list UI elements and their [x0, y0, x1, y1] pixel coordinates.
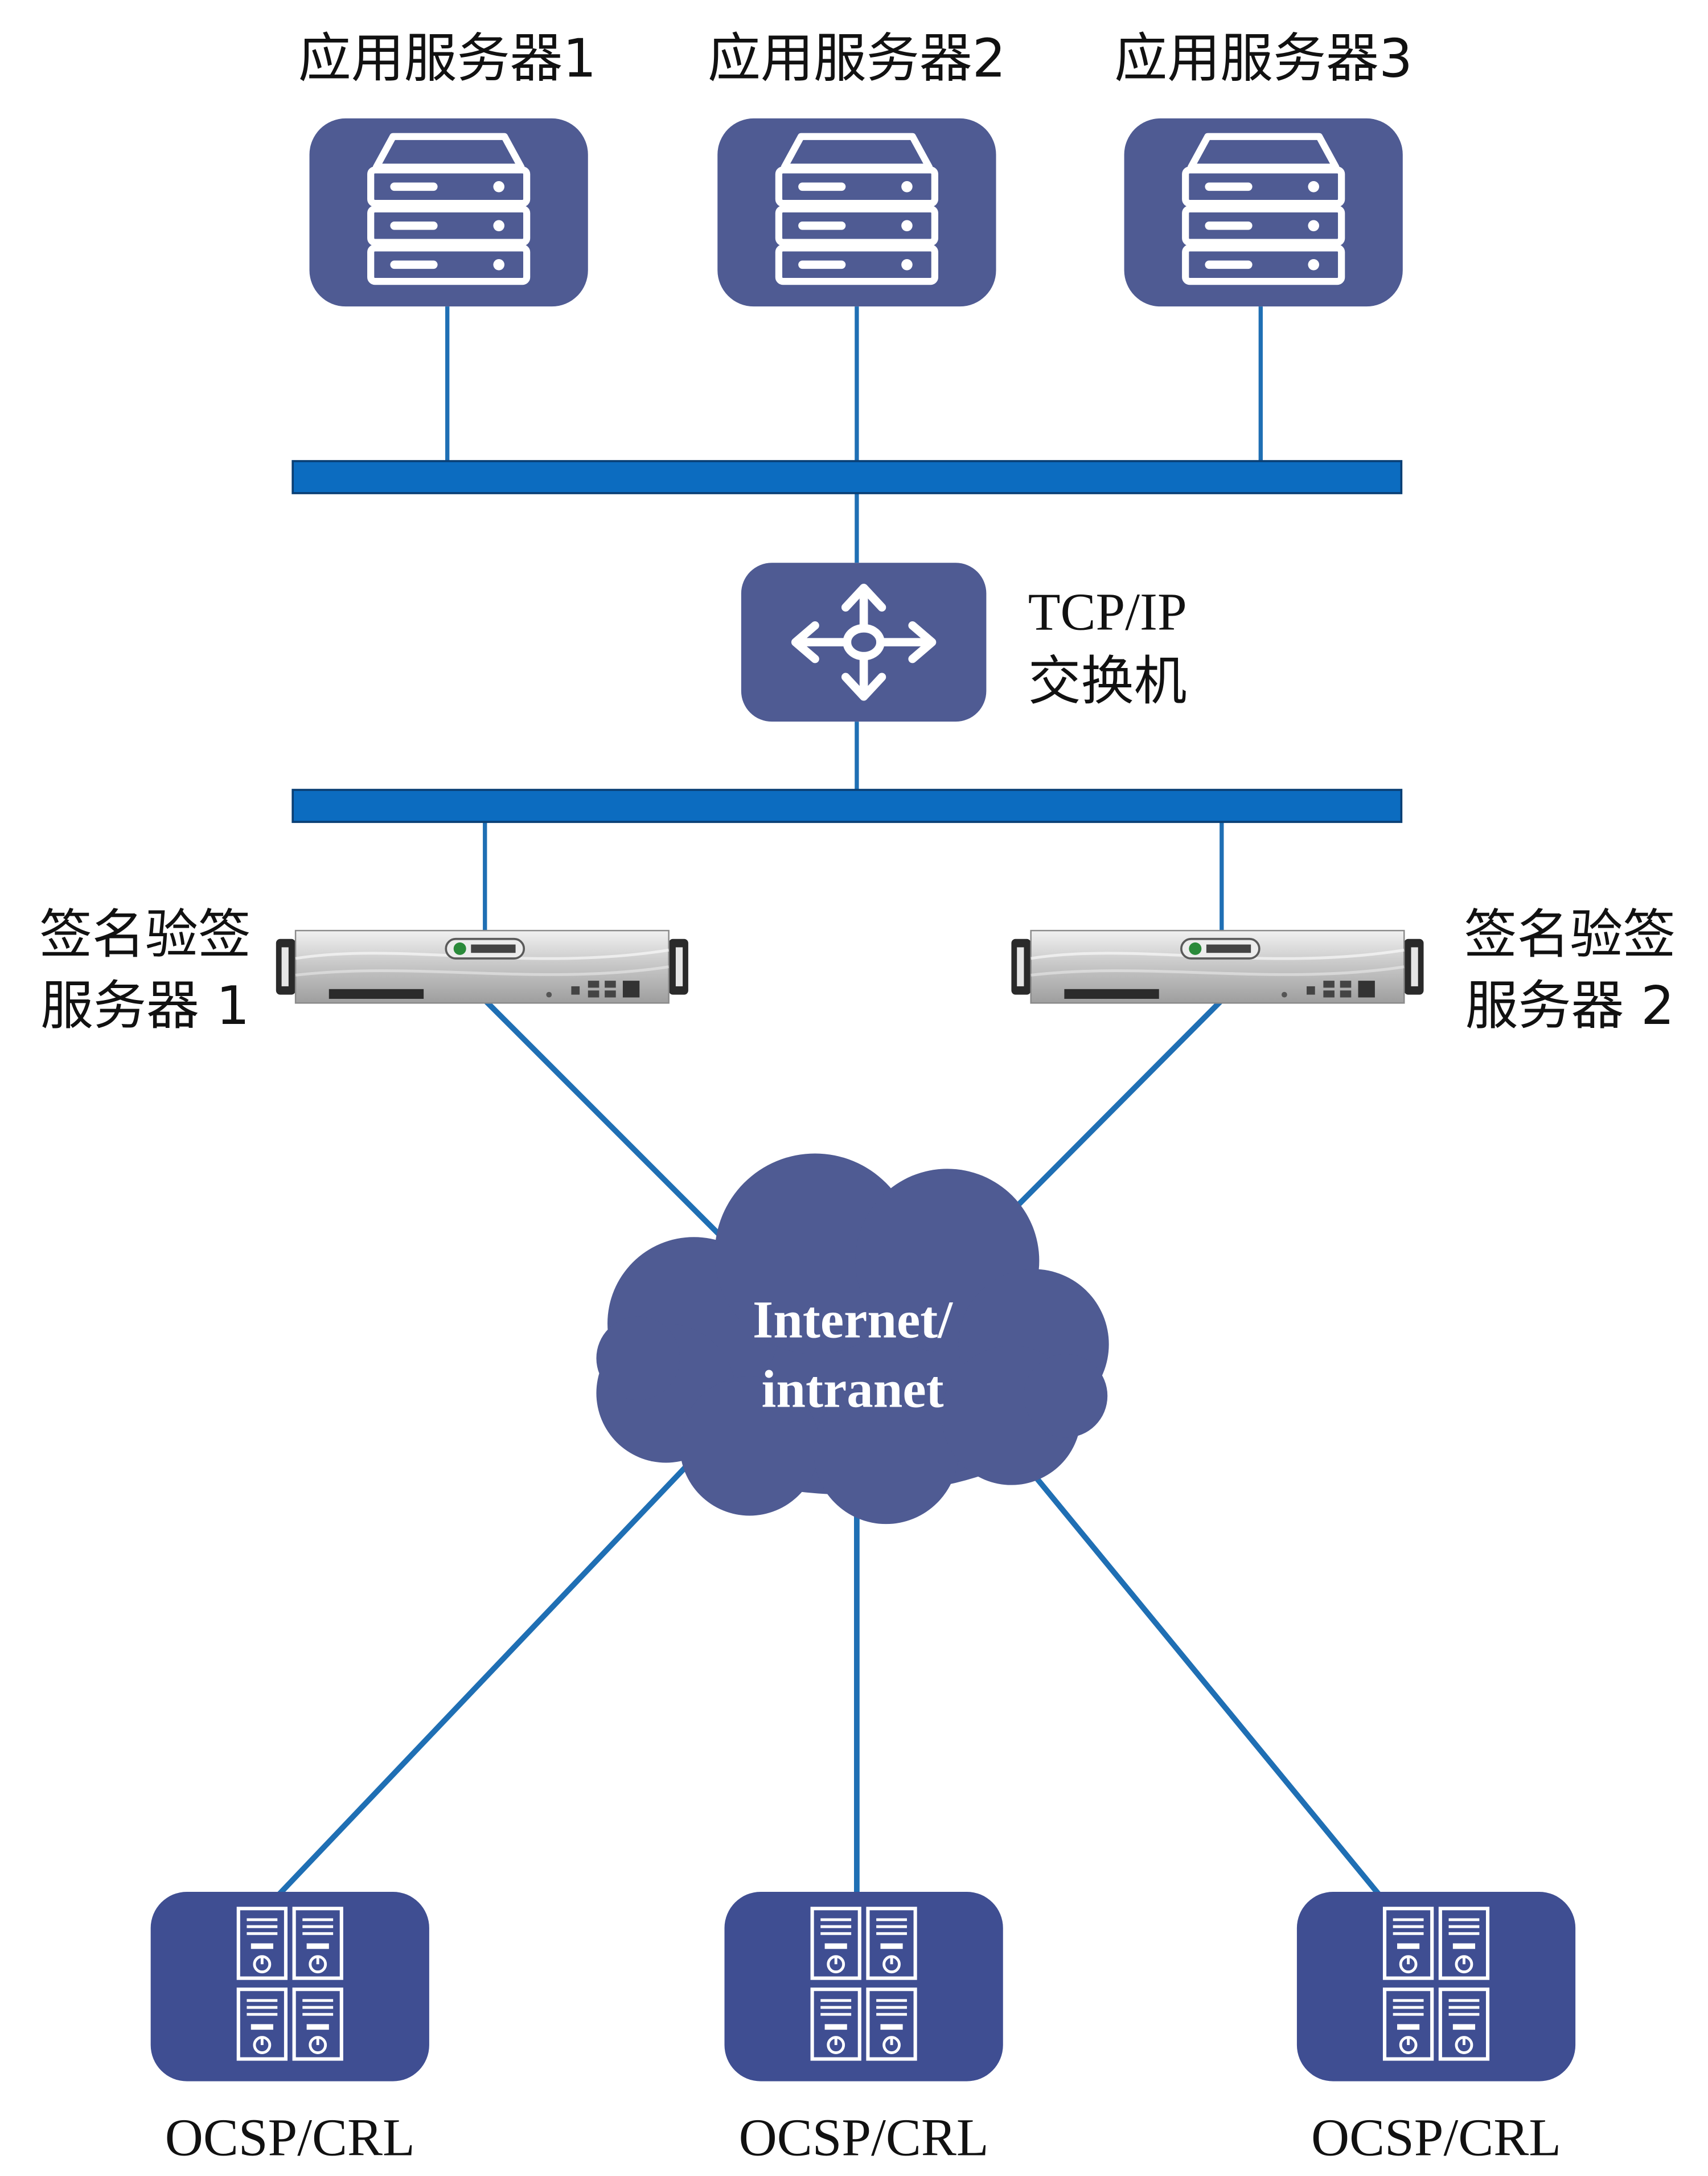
switch-protocol-label: TCP/IP — [1028, 583, 1187, 642]
app-server-3: 应用服务器3 — [1114, 28, 1413, 307]
ocsp-server-tile — [724, 1891, 1003, 2081]
connection-lines — [277, 306, 1382, 1897]
upper-network-bus — [291, 460, 1403, 494]
app-server-label: 应用服务器2 — [708, 28, 1006, 89]
link-cloud-to-ocsp-3 — [1021, 1461, 1382, 1896]
switch-device-label: 交换机 — [1028, 650, 1187, 712]
link-sign-server-1-to-cloud — [483, 998, 738, 1253]
ocsp-server-label: OCSP/CRL — [1311, 2108, 1561, 2167]
app-server-1: 应用服务器1 — [298, 28, 597, 307]
rack-server-icon — [1011, 931, 1423, 1003]
sign-server-label-line2: 服务器 2 — [1465, 975, 1674, 1036]
rack-server-icon — [276, 931, 688, 1003]
sign-server-1: 签名验签 服务器 1 — [39, 904, 688, 1036]
sign-server-label-line2: 服务器 1 — [40, 975, 249, 1036]
ocsp-server-label: OCSP/CRL — [165, 2108, 415, 2167]
four-way-arrows-icon — [791, 583, 937, 701]
link-sign-server-2-to-cloud — [977, 998, 1224, 1246]
sign-server-label-line1: 签名验签 — [39, 904, 251, 965]
tcp-ip-switch: TCP/IP 交换机 — [741, 563, 1187, 722]
ocsp-server-tile — [1296, 1891, 1576, 2081]
ocsp-server-label: OCSP/CRL — [739, 2108, 989, 2167]
app-server-2: 应用服务器2 — [708, 28, 1006, 307]
ocsp-server-3: OCSP/CRL — [1296, 1891, 1576, 2167]
cloud-label-line1: Internet/ — [753, 1290, 953, 1349]
app-server-label: 应用服务器3 — [1114, 28, 1413, 89]
ocsp-server-1: OCSP/CRL — [150, 1891, 429, 2167]
internet-cloud: Internet/ intranet — [596, 1153, 1109, 1525]
app-server-label: 应用服务器1 — [298, 28, 597, 89]
cloud-icon — [596, 1153, 1109, 1525]
ocsp-server-2: OCSP/CRL — [724, 1891, 1003, 2167]
sign-server-2: 签名验签 服务器 2 — [1011, 904, 1676, 1036]
link-cloud-to-ocsp-1 — [277, 1461, 692, 1897]
sign-server-label-line1: 签名验签 — [1464, 904, 1676, 965]
ocsp-server-tile — [150, 1891, 429, 2081]
lower-network-bus — [291, 789, 1403, 823]
cloud-label-line2: intranet — [762, 1360, 944, 1419]
switch-tile — [741, 563, 987, 722]
